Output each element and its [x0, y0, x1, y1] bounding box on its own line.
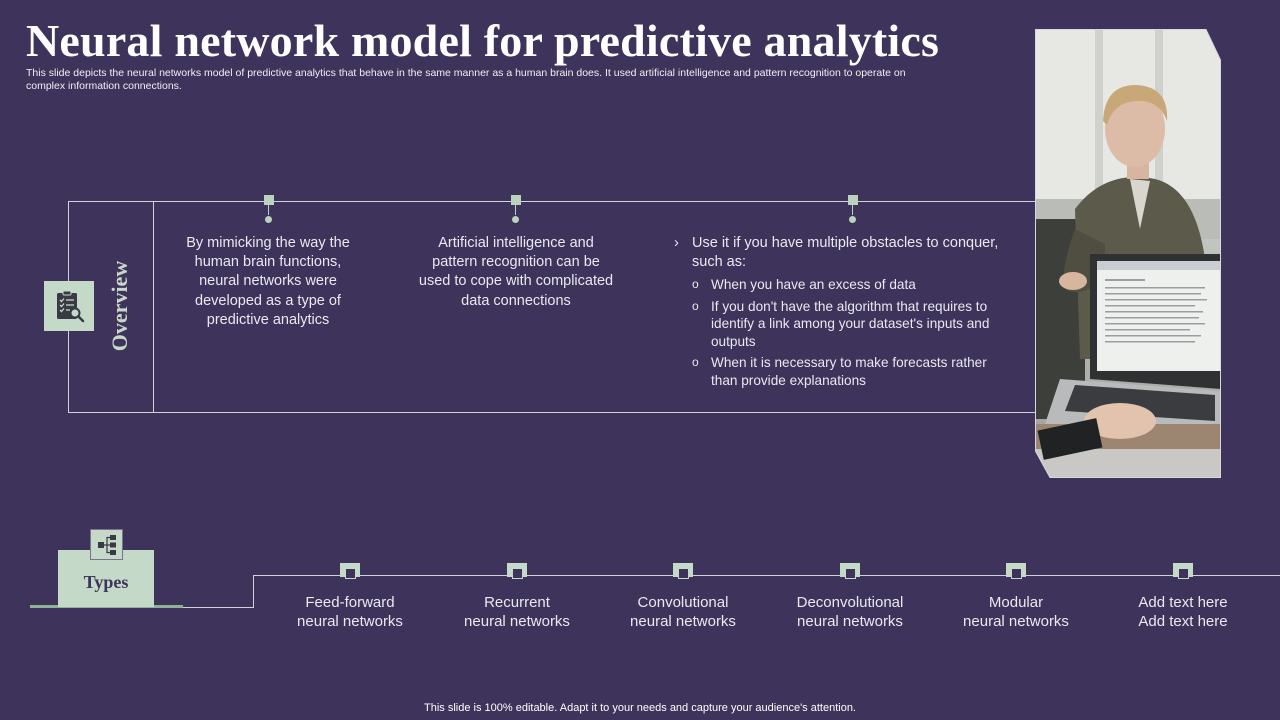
type-pin-4 — [840, 563, 860, 579]
type-item-line2: neural networks — [297, 613, 403, 631]
overview-pin-2 — [511, 195, 521, 205]
type-item-line2: neural networks — [464, 613, 570, 631]
type-item-line1: Modular — [988, 594, 1044, 611]
overview-list-lead: › Use it if you have multiple obstacles … — [672, 234, 1012, 272]
type-item-line2: neural networks — [963, 613, 1069, 631]
circle-bullet-icon: o — [692, 298, 699, 313]
overview-pin-1 — [264, 195, 274, 205]
clipboard-search-icon — [57, 290, 85, 323]
types-icon-box — [90, 529, 123, 560]
overview-pin-3-dot — [849, 216, 856, 223]
overview-pin-3-stem — [852, 205, 853, 215]
page-subtitle: This slide depicts the neural networks m… — [26, 67, 906, 92]
types-timeline — [253, 575, 1280, 576]
types-connector-horizontal — [183, 607, 253, 608]
overview-list-lead-text: Use it if you have multiple obstacles to… — [692, 235, 999, 270]
person-laptop-photo — [1035, 29, 1221, 478]
type-item-recurrent: Recurrent neural networks — [442, 593, 592, 632]
overview-icon-box — [44, 281, 94, 331]
circle-bullet-icon: o — [692, 277, 699, 291]
type-item-convolutional: Convolutional neural networks — [608, 593, 758, 632]
overview-pin-2-stem — [515, 205, 516, 215]
overview-divider — [153, 201, 154, 413]
overview-label: Overview — [107, 260, 132, 352]
type-item-line1: Convolutional — [637, 594, 729, 611]
overview-text-1: By mimicking the way the human brain fun… — [186, 235, 350, 328]
overview-list: › Use it if you have multiple obstacles … — [672, 234, 1012, 393]
list-item-text: If you don't have the algorithm that req… — [711, 298, 990, 349]
type-item-line1: Feed-forward — [305, 594, 395, 611]
type-item-line1: Add text here — [1138, 594, 1228, 611]
type-item-modular: Modular neural networks — [941, 593, 1091, 632]
type-item-feed-forward: Feed-forward neural networks — [275, 593, 425, 632]
types-label: Types — [83, 572, 129, 592]
overview-pin-1-dot — [265, 216, 272, 223]
type-item-line2: neural networks — [797, 613, 903, 631]
circle-bullet-icon: o — [692, 355, 699, 369]
overview-pin-2-dot — [512, 216, 519, 223]
list-item: o When you have an excess of data — [672, 276, 1012, 294]
type-item-deconvolutional: Deconvolutional neural networks — [775, 593, 925, 632]
hierarchy-icon — [97, 534, 116, 555]
type-item-line1: Recurrent — [484, 594, 550, 611]
overview-pin-3 — [848, 195, 858, 205]
type-pin-6 — [1173, 563, 1193, 579]
list-item-text: When you have an excess of data — [711, 277, 916, 292]
type-pin-1 — [340, 563, 360, 579]
type-item-line1: Deconvolutional — [796, 594, 904, 611]
types-connector-vertical — [253, 575, 254, 608]
list-item: o If you don't have the algorithm that r… — [672, 298, 1012, 351]
overview-pin-1-stem — [268, 205, 269, 215]
type-pin-5 — [1006, 563, 1026, 579]
overview-text-2: Artificial intelligence and pattern reco… — [418, 235, 614, 309]
page-title: Neural network model for predictive anal… — [26, 15, 940, 66]
footer-note: This slide is 100% editable. Adapt it to… — [424, 702, 856, 714]
type-item-line2: Add text here — [1138, 613, 1228, 631]
chevron-right-icon: › — [674, 235, 679, 251]
list-item: o When it is necessary to make forecasts… — [672, 354, 1012, 389]
type-item-placeholder: Add text here Add text here — [1108, 593, 1258, 632]
type-pin-2 — [507, 563, 527, 579]
type-pin-3 — [673, 563, 693, 579]
list-item-text: When it is necessary to make forecasts r… — [711, 355, 987, 388]
type-item-line2: neural networks — [630, 613, 736, 631]
